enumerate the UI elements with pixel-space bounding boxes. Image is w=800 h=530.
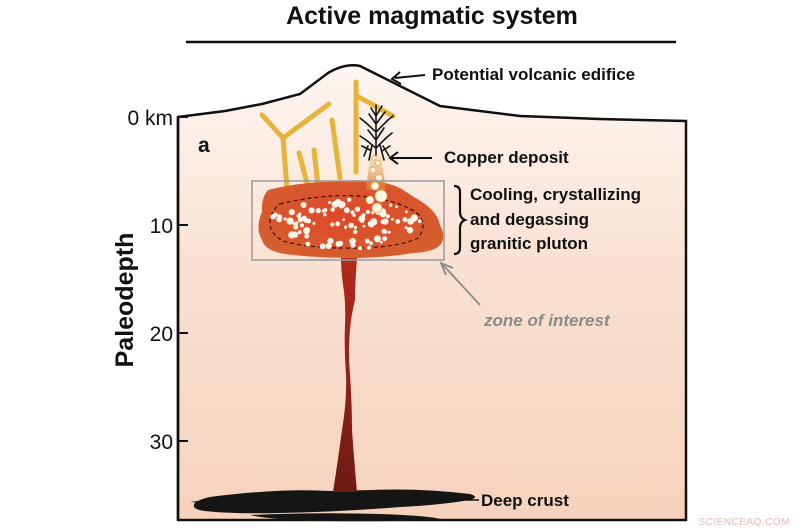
- volatile-bubble: [353, 225, 358, 230]
- magma-conduit: [333, 258, 357, 492]
- volatile-bubble: [323, 213, 327, 217]
- volatile-bubble: [344, 225, 348, 229]
- tick-label-30: 30: [150, 431, 173, 454]
- volatile-bubble: [353, 229, 358, 235]
- volatile-bubble: [330, 207, 335, 212]
- volatile-bubble: [354, 206, 361, 212]
- volatile-bubble: [361, 213, 366, 218]
- deep-crust-source: [190, 489, 475, 522]
- volatile-bubble: [395, 205, 398, 209]
- pluton-brace: [453, 184, 468, 256]
- volatile-bubble: [292, 222, 296, 226]
- volatile-bubble: [385, 214, 390, 219]
- watermark: SCIENCEAQ.COM: [698, 517, 790, 528]
- annotation-arrows: [388, 71, 432, 165]
- volatile-bubble: [407, 218, 415, 225]
- volatile-bubble: [338, 203, 344, 209]
- volatile-bubble: [277, 214, 282, 219]
- volatile-bubble: [293, 224, 299, 230]
- pluton-label-line2: and degassing: [470, 210, 589, 229]
- volatile-bubble: [405, 210, 408, 214]
- volatile-bubble: [382, 236, 388, 242]
- volatile-bubble: [270, 214, 276, 220]
- volatile-bubble: [312, 221, 316, 225]
- volatile-bubble: [315, 208, 321, 214]
- axis-label: Paleodepth: [111, 233, 139, 368]
- volatile-bubble: [388, 203, 393, 207]
- copper-deposit-label: Copper deposit: [444, 148, 569, 167]
- deep-crust-label: Deep crust: [481, 491, 569, 510]
- volatile-bubble: [330, 222, 335, 227]
- tick-label-0: 0 km: [127, 107, 173, 130]
- pluton-label-line1: Cooling, crystallizing: [470, 185, 641, 204]
- volatile-bubble: [350, 210, 355, 215]
- volatile-bubble: [325, 242, 332, 250]
- volatile-bubble: [303, 227, 310, 235]
- volatile-bubble: [347, 197, 352, 202]
- volatile-bubble: [308, 207, 315, 214]
- volatile-bubble: [370, 218, 378, 226]
- crust-block: [176, 64, 688, 522]
- tick-label-20: 20: [150, 323, 173, 346]
- diagram-title: Active magmatic system: [286, 2, 578, 30]
- volatile-bubble: [369, 241, 373, 246]
- volatile-bubble: [404, 226, 408, 230]
- volatile-bubble: [288, 209, 295, 216]
- copper-deposit: [359, 104, 394, 161]
- volatile-bubble: [373, 235, 381, 243]
- volatile-bubbles: [270, 197, 422, 251]
- volatile-bubble: [395, 219, 401, 224]
- volatile-bubble: [365, 209, 371, 215]
- volatile-bubble: [299, 223, 305, 228]
- volatile-bubble: [319, 243, 326, 250]
- volatile-bubble: [417, 219, 422, 224]
- volatile-bubble: [305, 241, 311, 247]
- volatile-bubble: [348, 222, 354, 229]
- volatile-bubble: [286, 217, 294, 225]
- volatile-bubble: [321, 209, 326, 213]
- volatile-bubble: [342, 218, 346, 221]
- zone-of-interest-box: [251, 180, 445, 261]
- paleodepth-axis: 0 km 10 20 30 Paleodepth: [111, 107, 188, 520]
- volatile-bubble: [343, 207, 350, 214]
- volatile-bubble: [297, 230, 302, 235]
- volatile-bubble: [362, 224, 366, 228]
- volatile-bubble: [379, 240, 383, 244]
- fluid-veins: [259, 79, 396, 191]
- tick-label-10: 10: [150, 215, 173, 238]
- volatile-bubble: [306, 218, 312, 224]
- volatile-bubble: [335, 221, 341, 227]
- volatile-bubble: [379, 210, 387, 218]
- pluton-label-line3: granitic pluton: [470, 234, 588, 253]
- volatile-bubble: [380, 219, 386, 225]
- volatile-bubble: [296, 213, 302, 219]
- granitic-pluton: [258, 180, 444, 258]
- zone-of-interest-label: zone of interest: [483, 311, 611, 330]
- volatile-bubble: [288, 231, 296, 239]
- volatile-bubble: [300, 202, 307, 208]
- volatile-bubble: [350, 242, 356, 248]
- volatile-bubble: [366, 245, 372, 250]
- volatile-bubble: [294, 221, 299, 226]
- volatile-bubble: [406, 227, 414, 234]
- volatile-bubble: [402, 217, 408, 223]
- panel-label: a: [198, 134, 210, 157]
- volatile-bubble: [358, 246, 363, 251]
- volatile-bubble: [335, 240, 342, 247]
- volatile-bubble: [327, 237, 334, 245]
- volatile-bubble: [283, 217, 287, 221]
- volatile-bubble: [381, 228, 387, 234]
- volatile-bubble: [304, 233, 310, 239]
- volatile-bubble: [328, 200, 332, 205]
- volatile-bubble: [364, 238, 370, 244]
- zone-arrow: [439, 261, 481, 306]
- volatile-bubble: [301, 215, 308, 222]
- volatile-bubble: [387, 230, 391, 234]
- volcanic-edifice-label: Potential volcanic edifice: [432, 65, 635, 84]
- volatile-bubble: [390, 217, 394, 221]
